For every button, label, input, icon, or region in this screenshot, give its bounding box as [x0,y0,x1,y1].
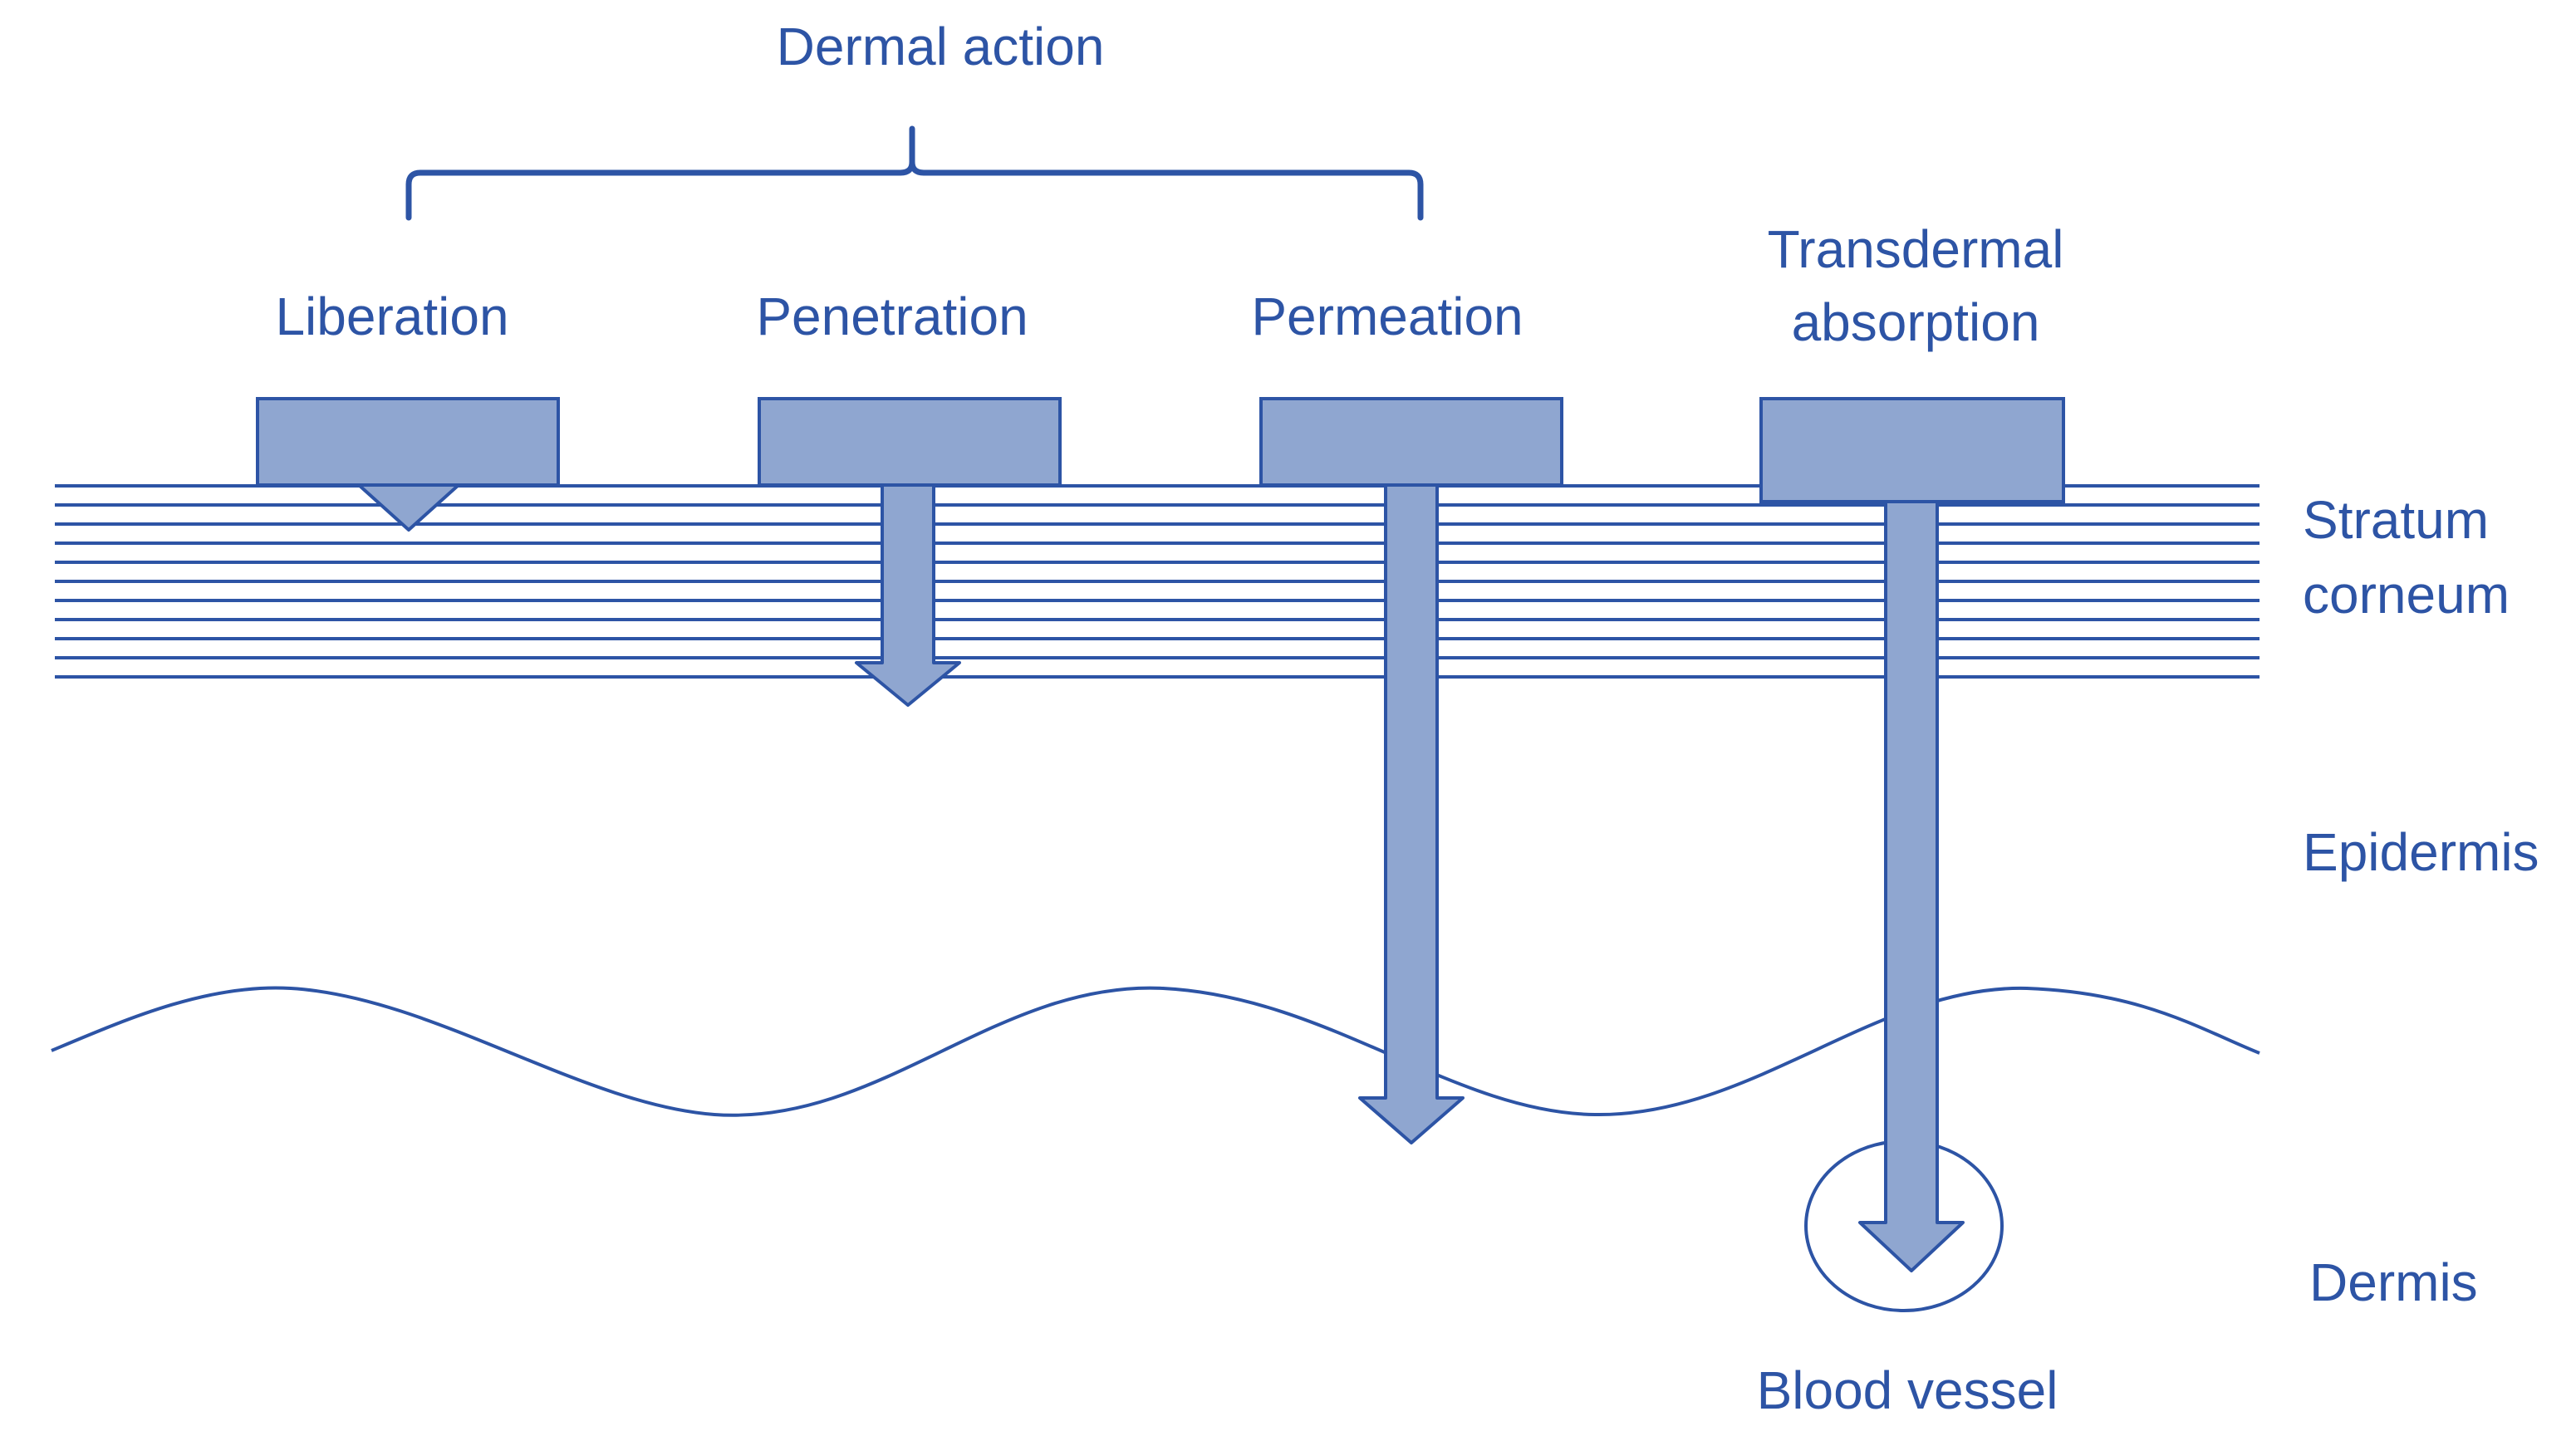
stage-label-transdermal-line1: Transdermal [1768,219,2064,279]
transdermal-block [1759,397,2065,503]
blood-vessel-label: Blood vessel [1757,1360,2058,1420]
permeation-arrow [1358,483,1465,1144]
stage-label-permeation: Permeation [1251,287,1523,346]
layer-label-dermis: Dermis [2309,1252,2478,1312]
stage-label-penetration: Penetration [756,287,1028,346]
permeation-block [1259,397,1563,487]
dermal-action-brace [405,125,1424,221]
penetration-block [758,397,1062,487]
liberation-block [256,397,560,487]
dermal-action-title: Dermal action [777,17,1105,76]
layer-label-corneum: corneum [2303,565,2510,625]
penetration-arrow [855,483,961,707]
transdermal-arrow [1858,500,1965,1272]
layer-label-stratum: Stratum [2303,490,2489,550]
liberation-arrowhead [357,483,460,532]
stage-label-liberation: Liberation [275,287,508,346]
epidermis-dermis-boundary [51,986,2260,1117]
layer-label-epidermis: Epidermis [2303,822,2539,882]
stage-label-transdermal-line2: absorption [1792,292,2040,352]
